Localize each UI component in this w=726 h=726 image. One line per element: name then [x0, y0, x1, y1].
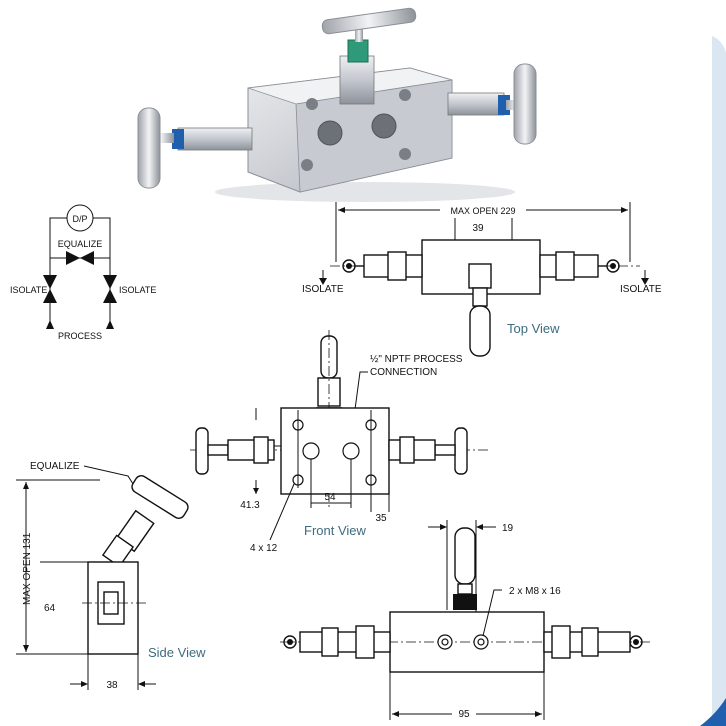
side-dim-width: 38 [106, 680, 118, 691]
top-view-title: Top View [507, 321, 560, 336]
top-isolate-right: ISOLATE [620, 284, 662, 295]
corner-accent [700, 36, 726, 726]
product-photo [137, 7, 537, 202]
side-equalize-label: EQUALIZE [30, 461, 80, 472]
side-view: EQUALIZE MAX OPEN 131 64 38 Side View [16, 461, 206, 691]
top-isolate-left: ISOLATE [302, 284, 344, 295]
process-label: PROCESS [58, 331, 102, 341]
gauge-label: D/P [72, 214, 87, 224]
equalize-valve-symbol [66, 251, 80, 265]
front-view: ½" NPTF PROCESS CONNECTION 41.3 [190, 330, 490, 554]
bottom-view: 19 2 x M8 x 16 95 [280, 520, 650, 720]
front-view-title: Front View [304, 523, 367, 538]
front-connection-line2: CONNECTION [370, 367, 437, 378]
side-dim-height: 64 [44, 603, 56, 614]
side-view-title: Side View [148, 645, 206, 660]
front-dim-right: 35 [375, 513, 387, 524]
bottom-dim-top: 19 [502, 523, 514, 534]
top-dim-center: 39 [472, 223, 484, 234]
isolate-left-valve-symbol [43, 275, 57, 289]
isolate-right-label: ISOLATE [119, 285, 156, 295]
isolate-left-label: ISOLATE [10, 285, 47, 295]
isolate-right-valve-symbol [103, 275, 117, 289]
front-connection-line1: ½" NPTF PROCESS [370, 354, 463, 365]
bottom-dim-bottom: 95 [458, 709, 470, 720]
front-dim-left: 41.3 [240, 500, 260, 511]
top-view: MAX OPEN 229 39 ISOLATE ISOLATE Top View [302, 202, 662, 357]
schematic: D/P EQUALIZE ISOLATE ISOLATE PROCESS [10, 204, 156, 341]
side-max-open-label: MAX OPEN 131 [22, 532, 33, 605]
equalize-label: EQUALIZE [58, 239, 103, 249]
front-dim-bottom: 54 [324, 492, 336, 503]
front-holes-label: 4 x 12 [250, 543, 278, 554]
top-max-open-label: MAX OPEN 229 [450, 206, 515, 216]
bottom-bolts-label: 2 x M8 x 16 [509, 586, 561, 597]
